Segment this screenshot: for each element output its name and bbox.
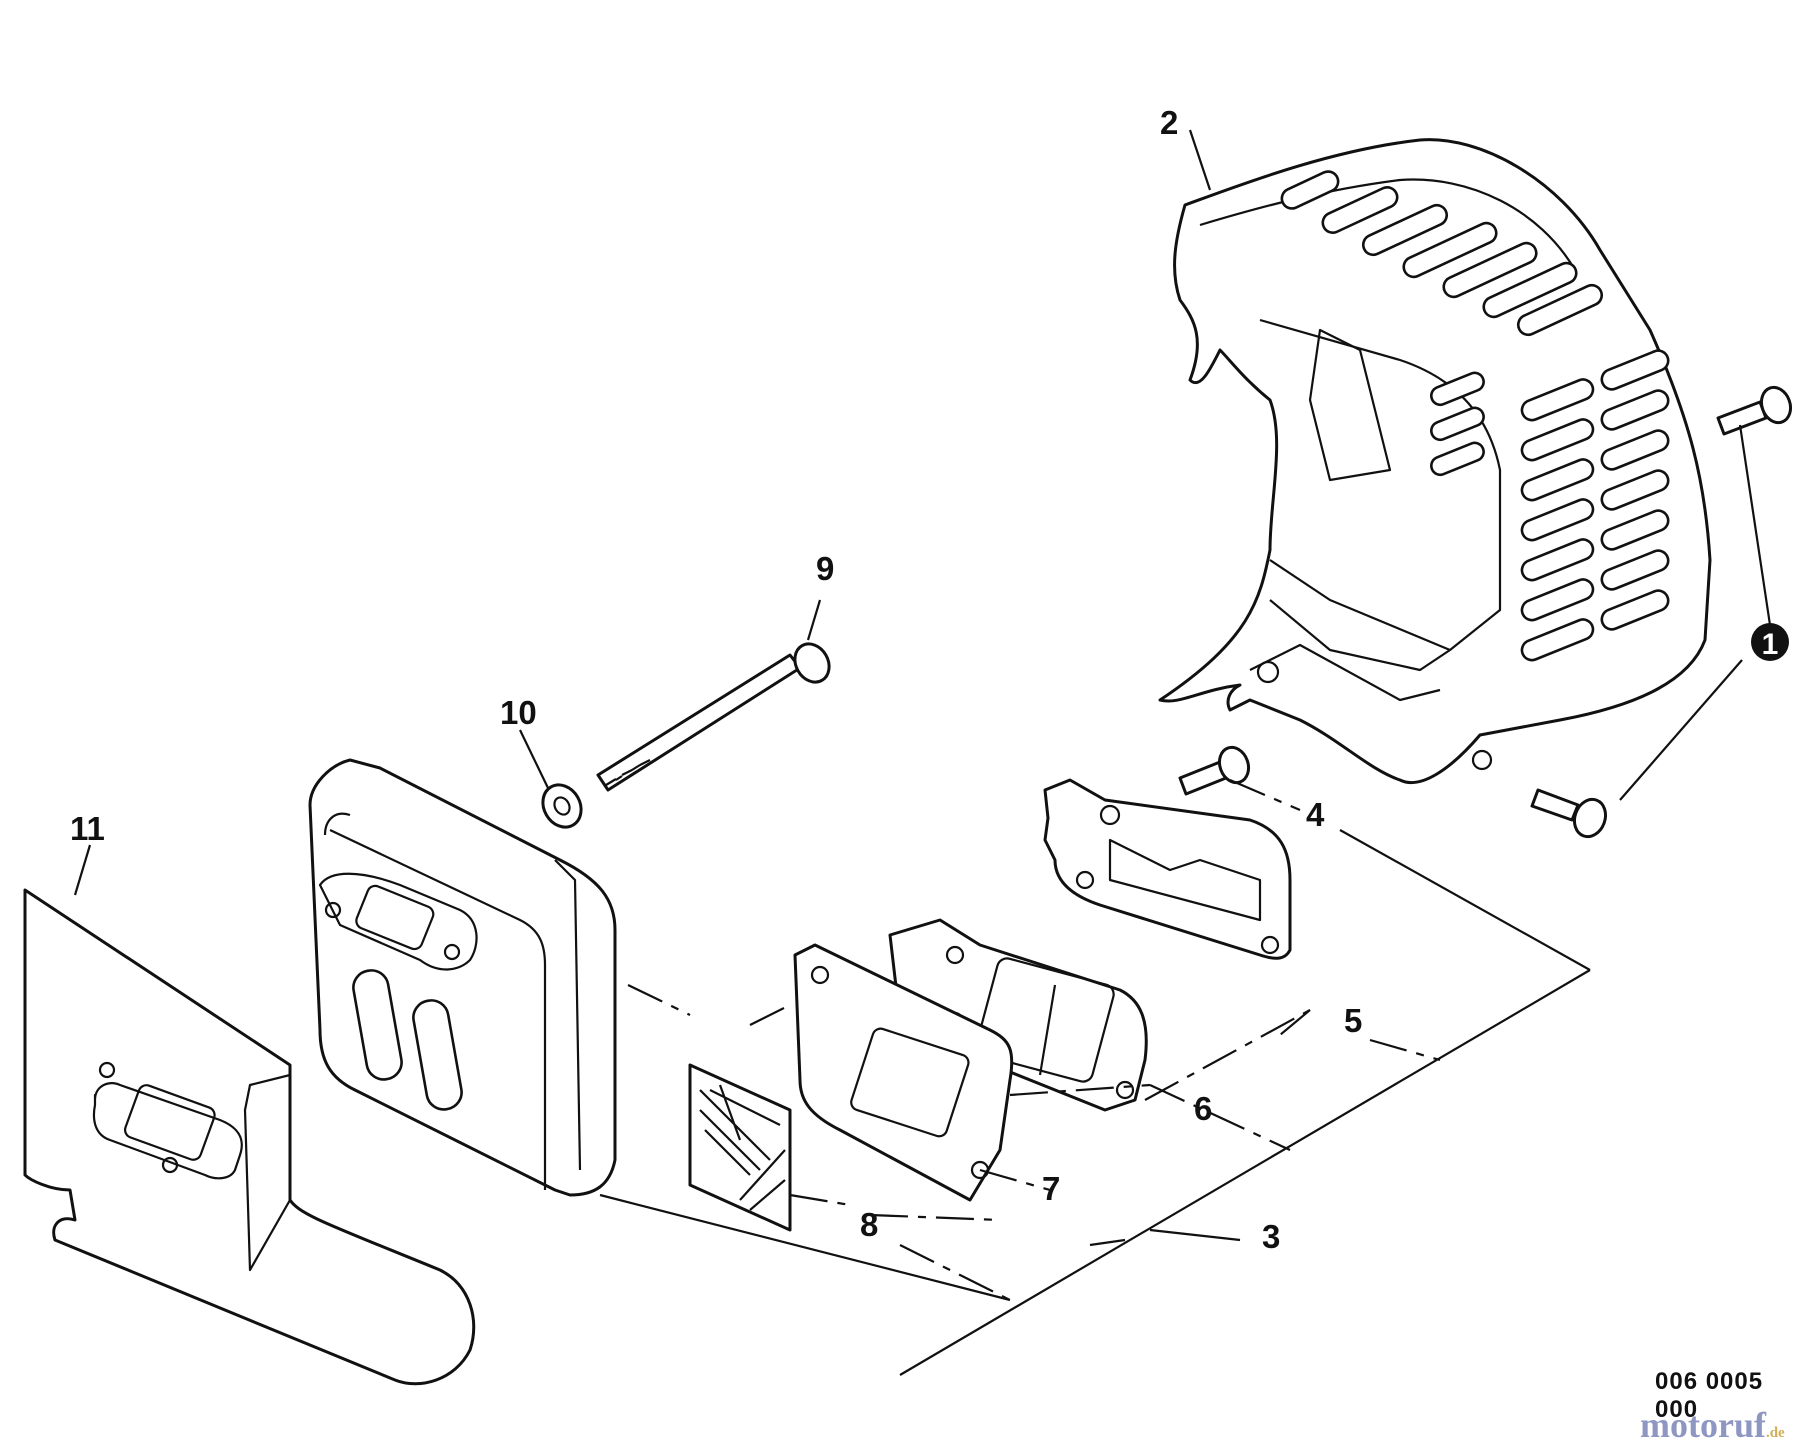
cover-top-vents (1280, 170, 1604, 337)
long-bolt-part (596, 642, 831, 792)
callout-9: 9 (816, 550, 834, 587)
callout-8: 8 (860, 1206, 878, 1243)
callout-10: 10 (500, 694, 537, 731)
callout-labels: 2 1 9 10 11 4 5 6 7 8 3 (70, 104, 1789, 1255)
spark-screen-part (688, 1063, 792, 1232)
callout-4: 4 (1306, 796, 1325, 833)
cover-bolt-lower (1530, 788, 1608, 839)
callout-6: 6 (1194, 1090, 1212, 1127)
watermark-tld: .de (1765, 1425, 1785, 1441)
muffler-body-part (308, 758, 617, 1197)
drawing-reference-code: 006 0005 000 (1655, 1368, 1764, 1423)
callout-11: 11 (70, 810, 105, 847)
muffler-bracket-part (1043, 778, 1292, 960)
cover-bolt-upper (1716, 385, 1793, 436)
washer-part (541, 783, 583, 829)
watermark-name: motoruf (1640, 1405, 1766, 1445)
muffler-bolt (1178, 745, 1251, 796)
callout-2: 2 (1160, 104, 1178, 141)
muffler-cover-part (1158, 138, 1712, 785)
callout-7: 7 (1042, 1170, 1060, 1207)
leader-lines (73, 129, 1772, 1376)
watermark-logo: motoruf.de (1640, 1404, 1785, 1446)
heat-shield-part (23, 888, 476, 1386)
cover-side-vents (1430, 349, 1670, 662)
gasket-part-6 (793, 943, 1014, 1202)
callout-5: 5 (1344, 1002, 1362, 1039)
callout-1: 1 (1762, 628, 1779, 661)
callout-3: 3 (1262, 1218, 1280, 1255)
callout-1-badge (1751, 623, 1789, 661)
